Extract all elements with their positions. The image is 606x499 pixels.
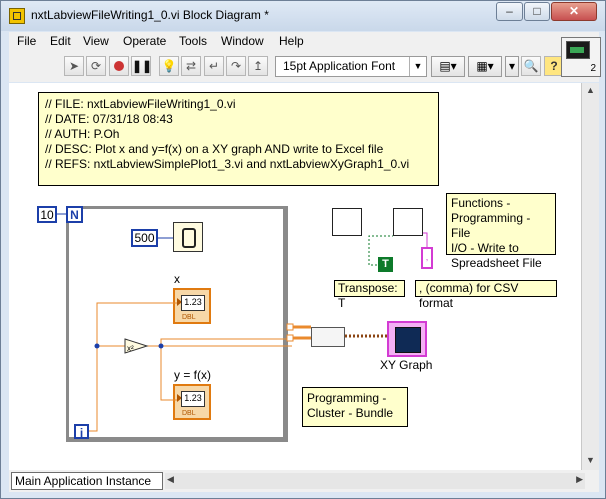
distribute-objects-icon[interactable]: ▦▾ — [468, 56, 502, 77]
close-button[interactable]: ✕ — [551, 2, 597, 21]
transpose-label[interactable]: Transpose: T — [334, 280, 405, 310]
nxt-screen-icon — [566, 41, 590, 59]
wire-junction — [158, 343, 164, 349]
maximize-button[interactable]: □ — [524, 2, 550, 21]
menu-help[interactable]: Help — [279, 34, 304, 48]
menu-window[interactable]: Window — [221, 34, 264, 48]
wire[interactable] — [96, 302, 177, 346]
xy-graph-terminal[interactable] — [387, 321, 427, 357]
transpose-boolean-constant[interactable]: T — [378, 257, 393, 272]
delimiter-string-constant[interactable]: , — [421, 247, 433, 269]
title-bar[interactable]: nxtLabviewFileWriting1_0.vi Block Diagra… — [1, 1, 605, 31]
csv-label[interactable]: , (comma) for CSV format — [415, 280, 557, 310]
horizontal-scrollbar[interactable]: ◀ ▶ — [165, 473, 585, 489]
wire-junction — [94, 343, 100, 349]
block-diagram-canvas[interactable]: // FILE: nxtLabviewFileWriting1_0.vi // … — [9, 83, 581, 470]
xy-graph-label: XY Graph — [380, 358, 433, 372]
run-continuously-icon[interactable]: ⟳ — [86, 56, 106, 76]
font-selector[interactable]: 15pt Application Font ▼ — [275, 56, 427, 77]
minimize-button[interactable]: – — [496, 2, 523, 21]
indicator-arrow-icon — [177, 394, 182, 402]
chevron-down-icon: ▼ — [409, 57, 426, 76]
menu-file[interactable]: File — [17, 34, 37, 48]
comment-line: // REFS: nxtLabviewSimplePlot1_3.vi and … — [45, 157, 410, 171]
wait-ms-icon[interactable] — [173, 222, 203, 252]
pause-icon[interactable]: ❚❚ — [131, 56, 152, 76]
scroll-up-icon[interactable]: ▲ — [586, 85, 595, 95]
step-out-icon[interactable]: ↥ — [248, 56, 268, 76]
application-instance[interactable]: Main Application Instance — [11, 472, 163, 490]
loop-tunnel[interactable] — [286, 334, 294, 342]
menu-view[interactable]: View — [83, 34, 109, 48]
note-line: Functions - — [451, 196, 511, 210]
header-comment[interactable]: // FILE: nxtLabviewFileWriting1_0.vi // … — [38, 92, 439, 186]
indicator-x-label: x — [174, 272, 180, 286]
menu-tools[interactable]: Tools — [179, 34, 208, 48]
connector-number: 2 — [590, 63, 596, 74]
string-wire[interactable] — [423, 232, 428, 247]
abort-icon[interactable] — [109, 56, 129, 76]
scroll-left-icon[interactable]: ◀ — [167, 474, 174, 484]
graph-screen-icon — [395, 327, 421, 353]
note-line: Spreadsheet File — [451, 256, 542, 270]
note-line: Programming - File — [451, 211, 531, 240]
loop-tunnel[interactable] — [286, 323, 294, 331]
comment-line: // AUTH: P.Oh — [45, 127, 120, 141]
indicator-y[interactable]: 1.23 DBL — [173, 384, 211, 420]
comment-line: // FILE: nxtLabviewFileWriting1_0.vi — [45, 97, 236, 111]
note-line: Cluster - Bundle — [307, 406, 394, 420]
indicator-x[interactable]: 1.23 DBL — [173, 288, 211, 324]
vertical-scrollbar[interactable]: ▲ ▼ — [581, 83, 599, 470]
step-into-icon[interactable]: ↵ — [204, 56, 224, 76]
indicator-x-value: 1.23 — [181, 295, 205, 311]
bundle-function-icon[interactable] — [311, 327, 345, 347]
wire[interactable] — [160, 338, 292, 346]
align-objects-icon[interactable]: ▤▾ — [431, 56, 465, 77]
labview-vi-icon — [9, 8, 25, 24]
search-icon[interactable]: 🔍 — [521, 56, 541, 76]
boolean-wire[interactable] — [368, 235, 393, 266]
window-title: nxtLabviewFileWriting1_0.vi Block Diagra… — [31, 8, 269, 22]
indicator-y-label: y = f(x) — [174, 368, 212, 382]
menu-operate[interactable]: Operate — [123, 34, 167, 48]
vi-connector-pane-icon[interactable]: 2 — [561, 37, 601, 77]
scroll-right-icon[interactable]: ▶ — [576, 474, 583, 484]
step-over-icon[interactable]: ↷ — [226, 56, 246, 76]
retain-wire-values-icon[interactable]: ⇄ — [181, 56, 201, 76]
highlight-execution-icon[interactable]: 💡 — [159, 56, 179, 76]
scroll-down-icon[interactable]: ▼ — [586, 455, 595, 465]
wire[interactable] — [147, 345, 177, 401]
indicator-x-type: DBL — [182, 314, 196, 321]
indicator-arrow-icon — [177, 298, 182, 306]
cluster-note[interactable]: Programming - Cluster - Bundle — [302, 387, 408, 427]
wires-layer: x² — [57, 213, 428, 432]
indicator-y-type: DBL — [182, 410, 196, 417]
square-function-text: x² — [127, 344, 134, 353]
reorder-icon[interactable]: ▾ — [505, 56, 519, 77]
square-function-icon[interactable] — [124, 338, 149, 354]
loop-count-constant[interactable]: 10 — [37, 206, 57, 223]
loop-count-terminal[interactable]: N — [66, 206, 83, 223]
comment-line: // DATE: 07/31/18 08:43 — [45, 112, 173, 126]
font-selector-value: 15pt Application Font — [283, 59, 396, 73]
wire[interactable] — [89, 345, 292, 432]
transpose-array-icon[interactable] — [332, 208, 362, 236]
menu-bar: File Edit View Operate Tools Window Help — [9, 32, 599, 52]
wait-ms-constant[interactable]: 500 — [131, 229, 158, 247]
note-line: Programming - — [307, 391, 387, 405]
status-bar: Main Application Instance ◀ ▶ — [9, 470, 599, 492]
write-to-spreadsheet-file-icon[interactable] — [393, 208, 423, 236]
run-arrow-icon[interactable]: ➤ — [64, 56, 84, 76]
comment-line: // DESC: Plot x and y=f(x) on a XY graph… — [45, 142, 384, 156]
note-line: I/O - Write to — [451, 241, 519, 255]
indicator-y-value: 1.23 — [181, 391, 205, 407]
functions-note[interactable]: Functions - Programming - File I/O - Wri… — [446, 193, 556, 270]
menu-edit[interactable]: Edit — [50, 34, 71, 48]
iteration-terminal[interactable]: i — [74, 424, 89, 440]
toolbar: ➤ ⟳ ❚❚ 💡 ⇄ ↵ ↷ ↥ 15pt Application Font ▼… — [9, 52, 599, 82]
